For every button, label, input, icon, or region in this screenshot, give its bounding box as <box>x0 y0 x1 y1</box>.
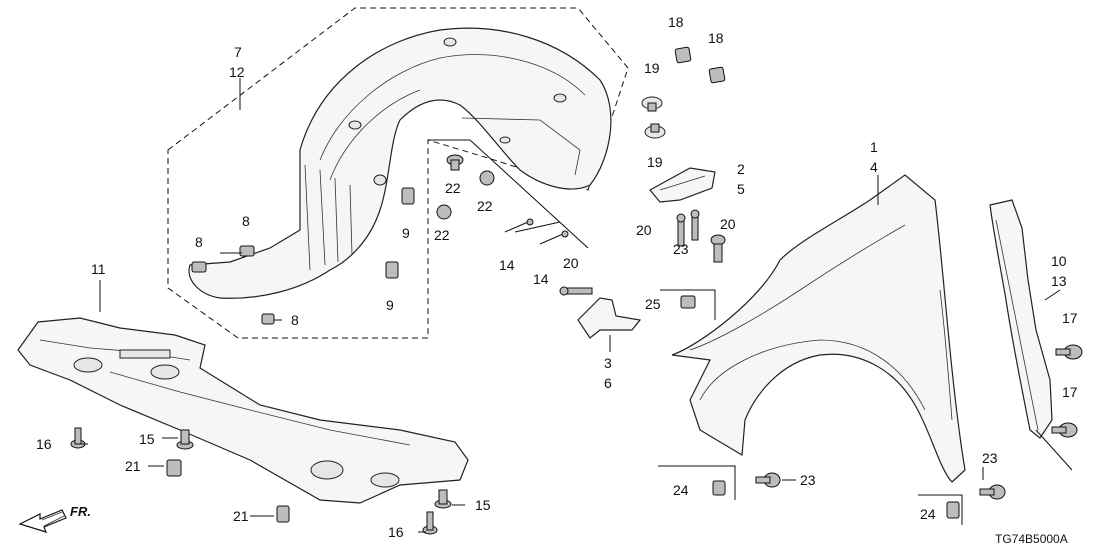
callout-4: 4 <box>870 159 878 175</box>
fastener-22-mid[interactable] <box>479 170 495 186</box>
clip-19-lower[interactable] <box>644 123 666 139</box>
callout-20-left: 20 <box>636 222 652 238</box>
clip-19-upper[interactable] <box>641 96 663 112</box>
callout-23-top: 23 <box>673 241 689 257</box>
callout-23-mid: 23 <box>800 472 816 488</box>
callout-15-left: 15 <box>139 431 155 447</box>
callout-19-upper: 19 <box>644 60 660 76</box>
callout-19-lower: 19 <box>647 154 663 170</box>
callout-5: 5 <box>737 181 745 197</box>
front-direction-arrow: FR. <box>18 504 91 533</box>
screw-14-right[interactable] <box>539 230 569 245</box>
screw-14-left[interactable] <box>504 218 534 233</box>
fastener-15-left[interactable] <box>176 429 194 450</box>
bracket-24-mid <box>658 465 736 500</box>
bracket-22 <box>428 139 589 249</box>
callout-23-right: 23 <box>982 450 998 466</box>
engine-under-cover[interactable] <box>17 317 469 504</box>
callout-20-mid: 20 <box>563 255 579 271</box>
callout-14-left: 14 <box>499 257 515 273</box>
fastener-15-right[interactable] <box>434 489 452 509</box>
clip-25[interactable] <box>680 295 696 309</box>
fastener-21-bottom[interactable] <box>276 505 290 523</box>
callout-8-left: 8 <box>195 234 203 250</box>
callout-17-lower: 17 <box>1062 384 1078 400</box>
callout-7: 7 <box>234 44 242 60</box>
fender-bracket-2-5[interactable] <box>649 167 716 203</box>
callout-13: 13 <box>1051 273 1067 289</box>
fastener-22-low[interactable] <box>436 204 452 220</box>
callout-14-right: 14 <box>533 271 549 287</box>
callout-18-left: 18 <box>668 14 684 30</box>
callout-2: 2 <box>737 161 745 177</box>
inner-fender[interactable] <box>188 27 612 299</box>
callout-24-right: 24 <box>920 506 936 522</box>
bolt-20-mid[interactable] <box>559 286 593 296</box>
fender-liner-10-13[interactable] <box>989 199 1073 471</box>
callout-8-bottom: 8 <box>291 312 299 328</box>
callout-12: 12 <box>229 64 245 80</box>
callout-25: 25 <box>645 296 661 312</box>
callout-21-bottom: 21 <box>233 508 249 524</box>
fastener-16-right[interactable] <box>422 511 438 535</box>
callout-22-top: 22 <box>445 180 461 196</box>
callout-16-left: 16 <box>36 436 52 452</box>
inner-fender-group-outline <box>167 7 629 339</box>
bracket-23-top <box>660 289 716 320</box>
callout-11: 11 <box>91 261 106 277</box>
bolt-23-mid[interactable] <box>755 472 781 488</box>
bolt-20-right[interactable] <box>690 209 700 241</box>
callout-16-right: 16 <box>388 524 404 540</box>
bolt-17-lower[interactable] <box>1051 422 1078 438</box>
fr-label: FR. <box>70 504 91 519</box>
bracket-24-right <box>918 494 963 525</box>
leader-14 <box>514 221 561 233</box>
bolt-17-upper[interactable] <box>1055 344 1083 360</box>
callout-6: 6 <box>604 375 612 391</box>
front-fender[interactable] <box>671 174 966 483</box>
callout-9-upper: 9 <box>402 225 410 241</box>
fastener-21-left[interactable] <box>166 459 182 477</box>
clip-8-bottom[interactable] <box>261 313 275 325</box>
clip-24-right[interactable] <box>946 501 960 519</box>
callout-22-mid: 22 <box>477 198 493 214</box>
callout-9-lower: 9 <box>386 297 394 313</box>
callout-24-mid: 24 <box>673 482 689 498</box>
diagram-code: TG74B5000A <box>995 532 1068 546</box>
fastener-16-left[interactable] <box>70 427 86 449</box>
callout-17-upper: 17 <box>1062 310 1078 326</box>
bolt-23-right[interactable] <box>979 484 1006 500</box>
bolt-23-top[interactable] <box>710 234 726 263</box>
bolt-20-left[interactable] <box>676 213 686 247</box>
callout-21-left: 21 <box>125 458 141 474</box>
clip-9-lower[interactable] <box>385 261 399 279</box>
callout-10: 10 <box>1051 253 1067 269</box>
clip-8-left[interactable] <box>191 261 207 273</box>
clip-18-left[interactable] <box>674 46 692 64</box>
clip-24-mid[interactable] <box>712 480 726 496</box>
leader-lines <box>75 78 1061 533</box>
callout-1: 1 <box>870 139 878 155</box>
clip-8-mid[interactable] <box>239 245 255 257</box>
callout-8-mid: 8 <box>242 213 250 229</box>
clip-18-right[interactable] <box>708 66 726 84</box>
callout-18-right: 18 <box>708 30 724 46</box>
clip-9-upper[interactable] <box>401 187 415 205</box>
callout-20-right: 20 <box>720 216 736 232</box>
fastener-22-top[interactable] <box>446 154 464 171</box>
callout-22-low: 22 <box>434 227 450 243</box>
callout-15-right: 15 <box>475 497 491 513</box>
fender-bracket-3-6[interactable] <box>577 297 642 339</box>
callout-3: 3 <box>604 355 612 371</box>
